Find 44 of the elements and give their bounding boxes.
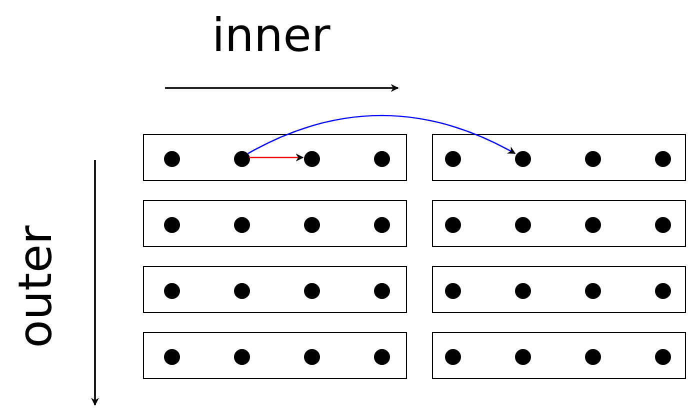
dot: [234, 150, 250, 166]
dot: [304, 348, 320, 364]
dot: [234, 348, 250, 364]
dot: [515, 348, 531, 364]
dot: [585, 216, 601, 232]
dot: [445, 282, 461, 298]
dot: [374, 348, 390, 364]
row-box: [143, 134, 407, 181]
dot: [655, 348, 671, 364]
direction-label: inner: [212, 12, 330, 58]
dot: [655, 150, 671, 166]
dot: [515, 282, 531, 298]
dot: [515, 150, 531, 166]
dot: [304, 150, 320, 166]
dot: [164, 150, 180, 166]
dot: [445, 348, 461, 364]
row-box: [432, 134, 686, 181]
row-box: [143, 266, 407, 313]
dot: [585, 348, 601, 364]
dot: [164, 348, 180, 364]
direction-label: outer: [12, 225, 58, 348]
row-box: [432, 200, 686, 247]
dot: [445, 150, 461, 166]
row-box: [143, 332, 407, 379]
dot: [445, 216, 461, 232]
dot: [234, 282, 250, 298]
dot: [515, 216, 531, 232]
dot: [164, 216, 180, 232]
dot: [234, 216, 250, 232]
dot: [655, 282, 671, 298]
dot: [374, 216, 390, 232]
dot: [585, 282, 601, 298]
dot: [304, 282, 320, 298]
dot: [374, 150, 390, 166]
dot: [374, 282, 390, 298]
dot: [304, 216, 320, 232]
row-box: [432, 332, 686, 379]
arrow: [248, 114, 516, 154]
row-box: [143, 200, 407, 247]
dot: [164, 282, 180, 298]
arrow: [249, 154, 304, 162]
row-box: [432, 266, 686, 313]
dot: [655, 216, 671, 232]
dot: [585, 150, 601, 166]
